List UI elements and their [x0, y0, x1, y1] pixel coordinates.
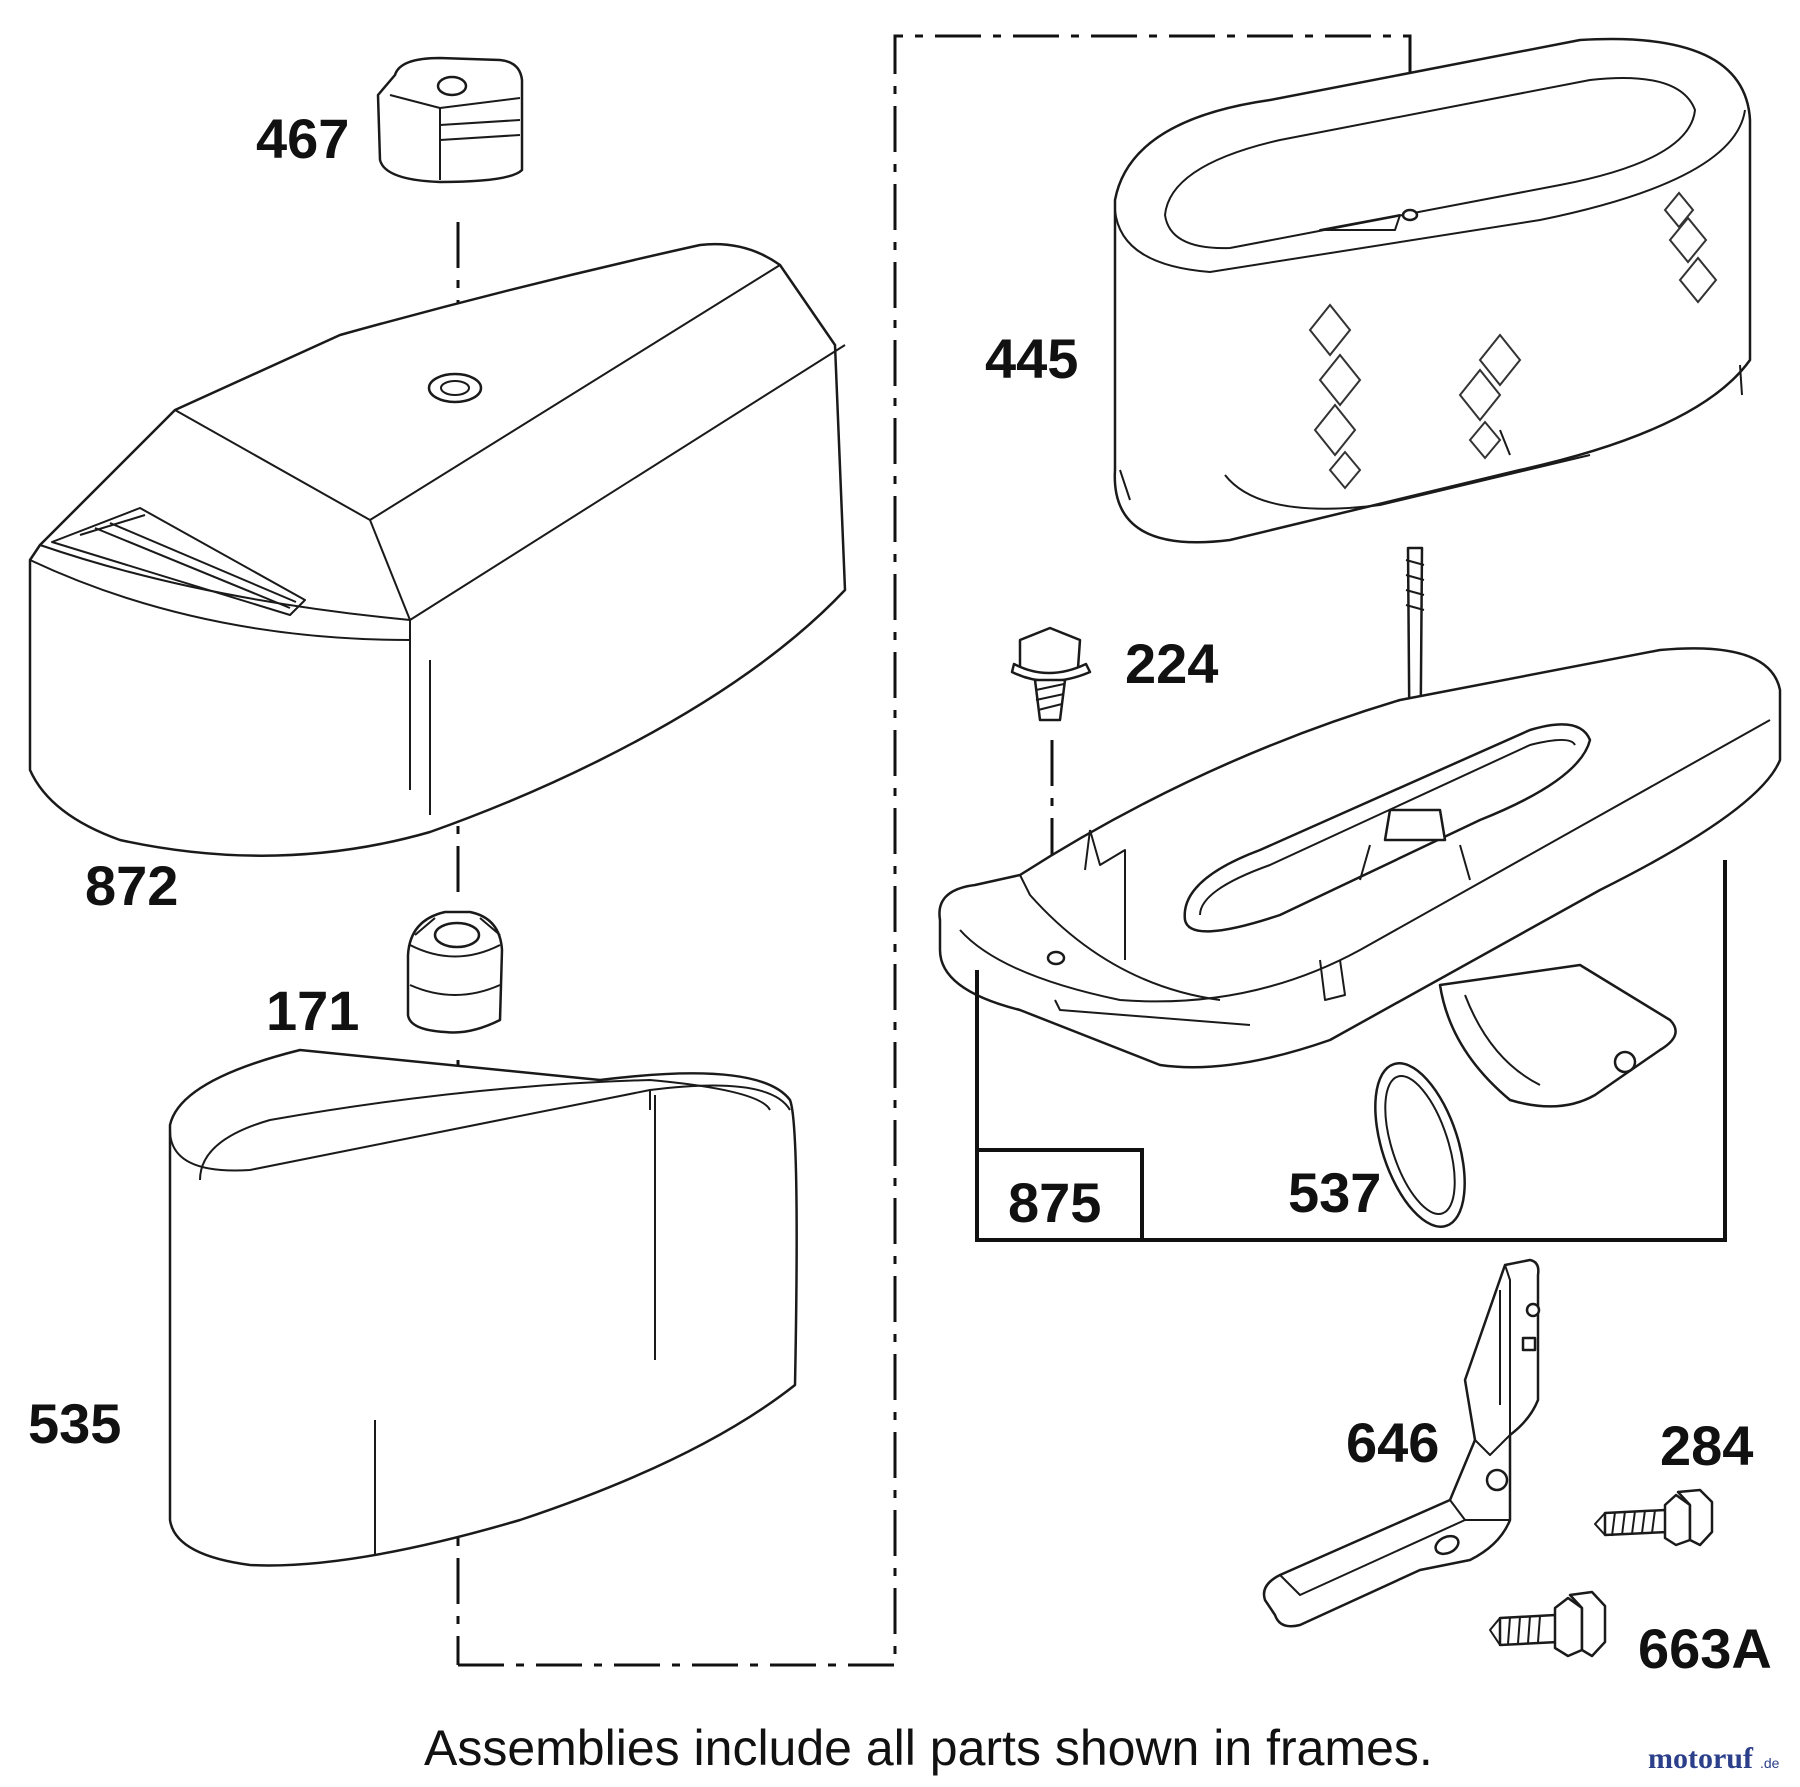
precleaner-535-icon [168, 1048, 798, 1567]
label-224: 224 [1125, 632, 1218, 695]
label-445: 445 [985, 327, 1078, 390]
label-171: 171 [266, 979, 359, 1042]
grommet-171-icon [406, 910, 504, 1034]
label-467: 467 [256, 107, 349, 170]
label-284: 284 [1660, 1414, 1753, 1477]
label-872: 872 [85, 854, 178, 917]
svg-text:.de: .de [1760, 1755, 1780, 1771]
label-535: 535 [28, 1392, 121, 1455]
screw-224-icon [1010, 626, 1092, 722]
label-646: 646 [1346, 1411, 1439, 1474]
filter-cartridge-445-icon [1113, 37, 1752, 544]
label-537: 537 [1288, 1161, 1381, 1224]
bracket-646-icon [1262, 1258, 1541, 1628]
watermark-logo: motoruf .de [1648, 1742, 1780, 1775]
knob-467-icon [376, 56, 524, 184]
footnote: Assemblies include all parts shown in fr… [424, 1720, 1433, 1776]
cover-872-icon [28, 242, 847, 857]
label-875: 875 [1008, 1171, 1101, 1234]
label-663a: 663A [1638, 1617, 1772, 1680]
screw-663a-icon [1489, 1590, 1607, 1658]
svg-text:motoruf: motoruf [1648, 1742, 1754, 1775]
assembly-frame-875 [975, 860, 1727, 1242]
seal-537-icon [1374, 1062, 1466, 1228]
screw-284-icon [1594, 1488, 1714, 1547]
part-labels: 467 445 224 872 171 875 537 535 646 284 … [28, 107, 1772, 1680]
base-875-icon [938, 546, 1782, 1108]
